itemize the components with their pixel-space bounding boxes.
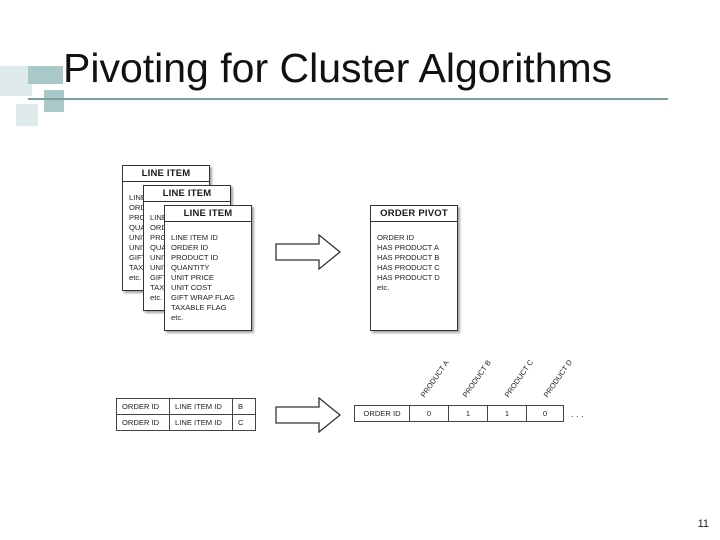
decor-block-light (0, 66, 32, 96)
slide-title: Pivoting for Cluster Algorithms (63, 45, 613, 91)
field: HAS PRODUCT B (377, 253, 440, 262)
card-header: LINE ITEM (162, 188, 212, 199)
order-pivot-card: ORDER PIVOT ORDER ID HAS PRODUCT A HAS P… (370, 205, 458, 331)
card-fields: LINE ITEM ID ORDER ID PRODUCT ID QUANTIT… (171, 233, 235, 323)
table-cell: LINE ITEM ID (169, 414, 233, 431)
table-cell: C (232, 414, 256, 431)
field: ORDER ID (171, 243, 209, 252)
field: ORDER ID (377, 233, 415, 242)
product-label: PRODUCT A (418, 358, 451, 399)
pivot-row-table: ORDER ID 0 1 1 0 (354, 405, 564, 422)
card-rule (123, 181, 209, 182)
line-item-card-front: LINE ITEM LINE ITEM ID ORDER ID PRODUCT … (164, 205, 252, 331)
right-arrow-icon (275, 397, 341, 433)
field: GIFT WRAP FLAG (171, 293, 235, 302)
table-cell: 1 (448, 405, 488, 422)
table-cell: 1 (487, 405, 527, 422)
card-header: ORDER PIVOT (380, 208, 448, 219)
decor-block-teal (28, 66, 63, 84)
right-arrow-icon (275, 234, 341, 270)
decor-block-mid (44, 90, 64, 112)
table-cell: 0 (409, 405, 449, 422)
line-item-table: ORDER ID LINE ITEM ID B ORDER ID LINE IT… (116, 398, 256, 431)
field: TAXABLE FLAG (171, 303, 227, 312)
table-cell: B (232, 398, 256, 415)
card-rule (165, 221, 251, 222)
decor-block-small (16, 104, 38, 126)
table-cell: ORDER ID (116, 398, 170, 415)
table-cell: LINE ITEM ID (169, 398, 233, 415)
table-row: ORDER ID 0 1 1 0 (354, 405, 564, 422)
card-fields: ORDER ID HAS PRODUCT A HAS PRODUCT B HAS… (377, 233, 440, 293)
field: QUANTITY (171, 263, 210, 272)
card-header: LINE ITEM (183, 208, 233, 219)
ellipsis: . . . (571, 409, 584, 419)
field: UNIT PRICE (171, 273, 214, 282)
product-label: PRODUCT D (541, 357, 575, 399)
table-cell: 0 (526, 405, 564, 422)
field: UNIT COST (171, 283, 212, 292)
page-number: 11 (697, 518, 709, 530)
card-rule (144, 201, 230, 202)
decor-underline (28, 98, 668, 100)
table-cell: ORDER ID (354, 405, 410, 422)
field: PRODUCT ID (171, 253, 219, 262)
field: HAS PRODUCT A (377, 243, 439, 252)
table-row: ORDER ID LINE ITEM ID C (116, 414, 256, 431)
field: etc. (150, 293, 163, 302)
table-row: ORDER ID LINE ITEM ID B (116, 398, 256, 415)
card-rule (371, 221, 457, 222)
card-header: LINE ITEM (141, 168, 191, 179)
product-label: PRODUCT B (460, 358, 493, 399)
field: LINE ITEM ID (171, 233, 218, 242)
field: etc. (129, 273, 142, 282)
field: HAS PRODUCT D (377, 273, 440, 282)
field: etc. (171, 313, 184, 322)
field: etc. (377, 283, 390, 292)
field: HAS PRODUCT C (377, 263, 440, 272)
table-cell: ORDER ID (116, 414, 170, 431)
product-label: PRODUCT C (502, 357, 536, 399)
